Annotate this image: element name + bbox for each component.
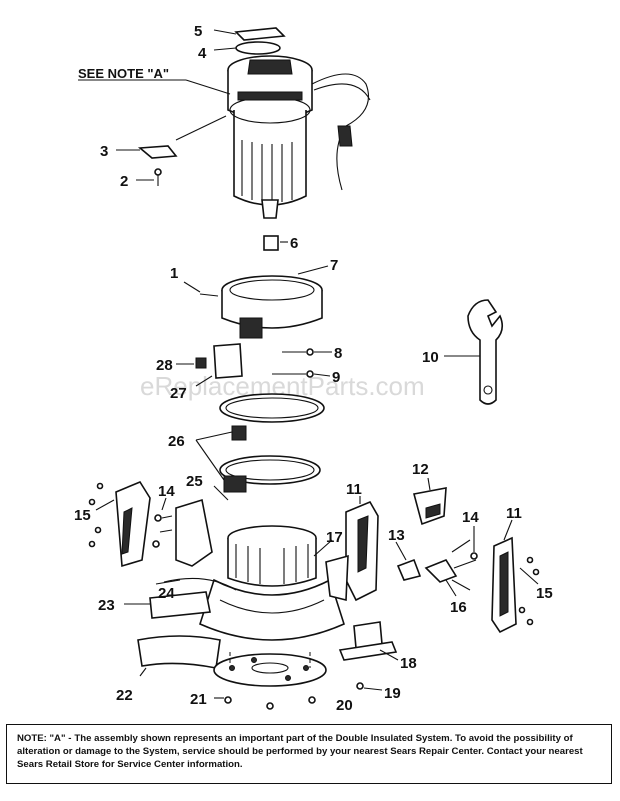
callout-8: 8	[334, 345, 342, 362]
callout-19: 19	[384, 685, 401, 702]
part-13-bracket	[413, 477, 447, 526]
part-15-handle-left	[88, 481, 151, 568]
part-14-screws-left	[152, 497, 173, 548]
part-2-screw	[136, 168, 162, 186]
note-label: NOTE: "A" -	[17, 733, 72, 744]
part-28-pin	[176, 357, 207, 369]
callout-2: 2	[120, 173, 128, 190]
callout-4: 4	[198, 45, 207, 62]
part-1-screw	[183, 281, 219, 297]
base-assembly	[199, 525, 345, 641]
callout-3: 3	[100, 143, 108, 160]
callout-12: 13	[388, 527, 405, 544]
callout-5: 5	[194, 23, 202, 40]
part-24-handle-cover	[155, 498, 237, 591]
callout-25: 25	[186, 473, 203, 490]
see-note-a-label: SEE NOTE "A"	[78, 66, 169, 81]
callout-6: 6	[290, 235, 298, 252]
callout-15-right: 15	[536, 585, 553, 602]
part-27-lock-lever	[195, 343, 243, 387]
callout-23: 23	[98, 597, 115, 614]
part-21-screws	[214, 696, 316, 710]
callout-17: 17	[326, 529, 343, 546]
callout-27: 27	[170, 385, 187, 402]
callout-11-right: 11	[506, 505, 522, 522]
callout-11-center: 11	[346, 481, 362, 498]
callout-9: 9	[332, 369, 340, 386]
callout-18: 18	[400, 655, 417, 672]
part-8-screw	[282, 348, 332, 356]
part-7-clamp-ring	[221, 265, 329, 339]
note-text: The assembly shown represents an importa…	[17, 733, 583, 770]
callout-21: 21	[190, 691, 207, 708]
part-6-collet-nut	[263, 235, 288, 251]
callout-26: 26	[168, 433, 185, 450]
callout-22: 22	[116, 687, 133, 704]
motor-housing	[227, 55, 371, 219]
callout-28: 28	[156, 357, 173, 374]
part-15-screws-right	[518, 556, 540, 626]
part-22-label	[137, 635, 221, 677]
part-19-screw	[356, 682, 383, 691]
parts-diagram: eReplacementParts.com SEE NOTE "A"	[74, 23, 553, 714]
callout-20: 20	[336, 697, 353, 714]
callout-15-left: 15	[74, 507, 91, 524]
callout-14-right: 14	[462, 509, 479, 526]
part-3-switch	[116, 115, 227, 159]
part-9-screw	[272, 370, 331, 378]
part-14-screw-right	[470, 526, 478, 560]
callout-10: 10	[422, 349, 439, 366]
part-11-handle-right	[491, 519, 517, 634]
note-a-box: NOTE: "A" -The assembly shown represents…	[6, 724, 612, 784]
part-10-wrench	[444, 299, 504, 405]
callout-24: 24	[158, 585, 175, 602]
callout-7: 7	[330, 257, 338, 274]
part-5-label-plate	[234, 27, 286, 41]
part-20-sub-base	[213, 652, 327, 687]
part-18-depth-stop	[338, 621, 399, 661]
part-26-clamp-bands	[195, 393, 325, 493]
part-23-nameplate	[124, 591, 211, 619]
callout-1: 1	[170, 265, 178, 282]
callout-13: 12	[412, 461, 429, 478]
callout-14-left: 14	[158, 483, 175, 500]
part-4-cap	[213, 41, 281, 55]
part-11-handle-center	[325, 496, 379, 602]
callout-16: 16	[450, 599, 467, 616]
part-16-switch	[424, 539, 477, 597]
part-12-switch-knob	[395, 541, 422, 581]
